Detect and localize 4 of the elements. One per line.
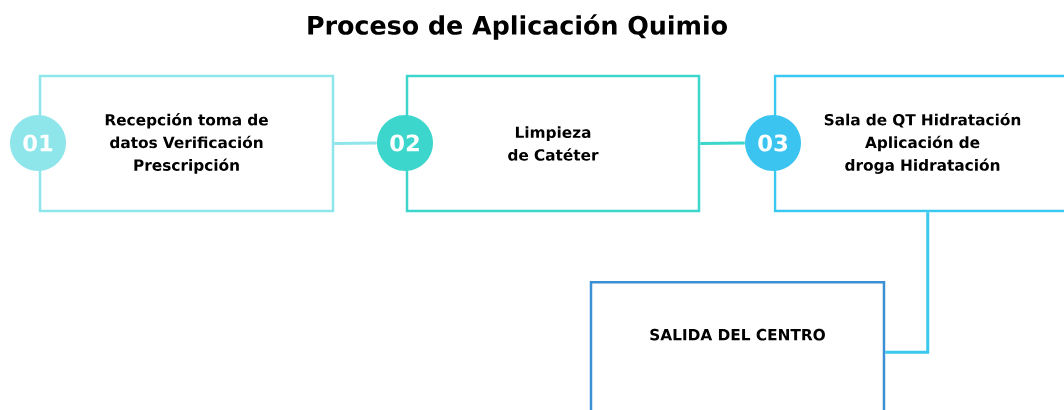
title: Proceso de Aplicación Quimio bbox=[308, 14, 727, 40]
process-box: SALIDA DEL CENTRO bbox=[589, 281, 886, 410]
connector-line bbox=[334, 141, 377, 145]
connector-line bbox=[700, 141, 745, 145]
